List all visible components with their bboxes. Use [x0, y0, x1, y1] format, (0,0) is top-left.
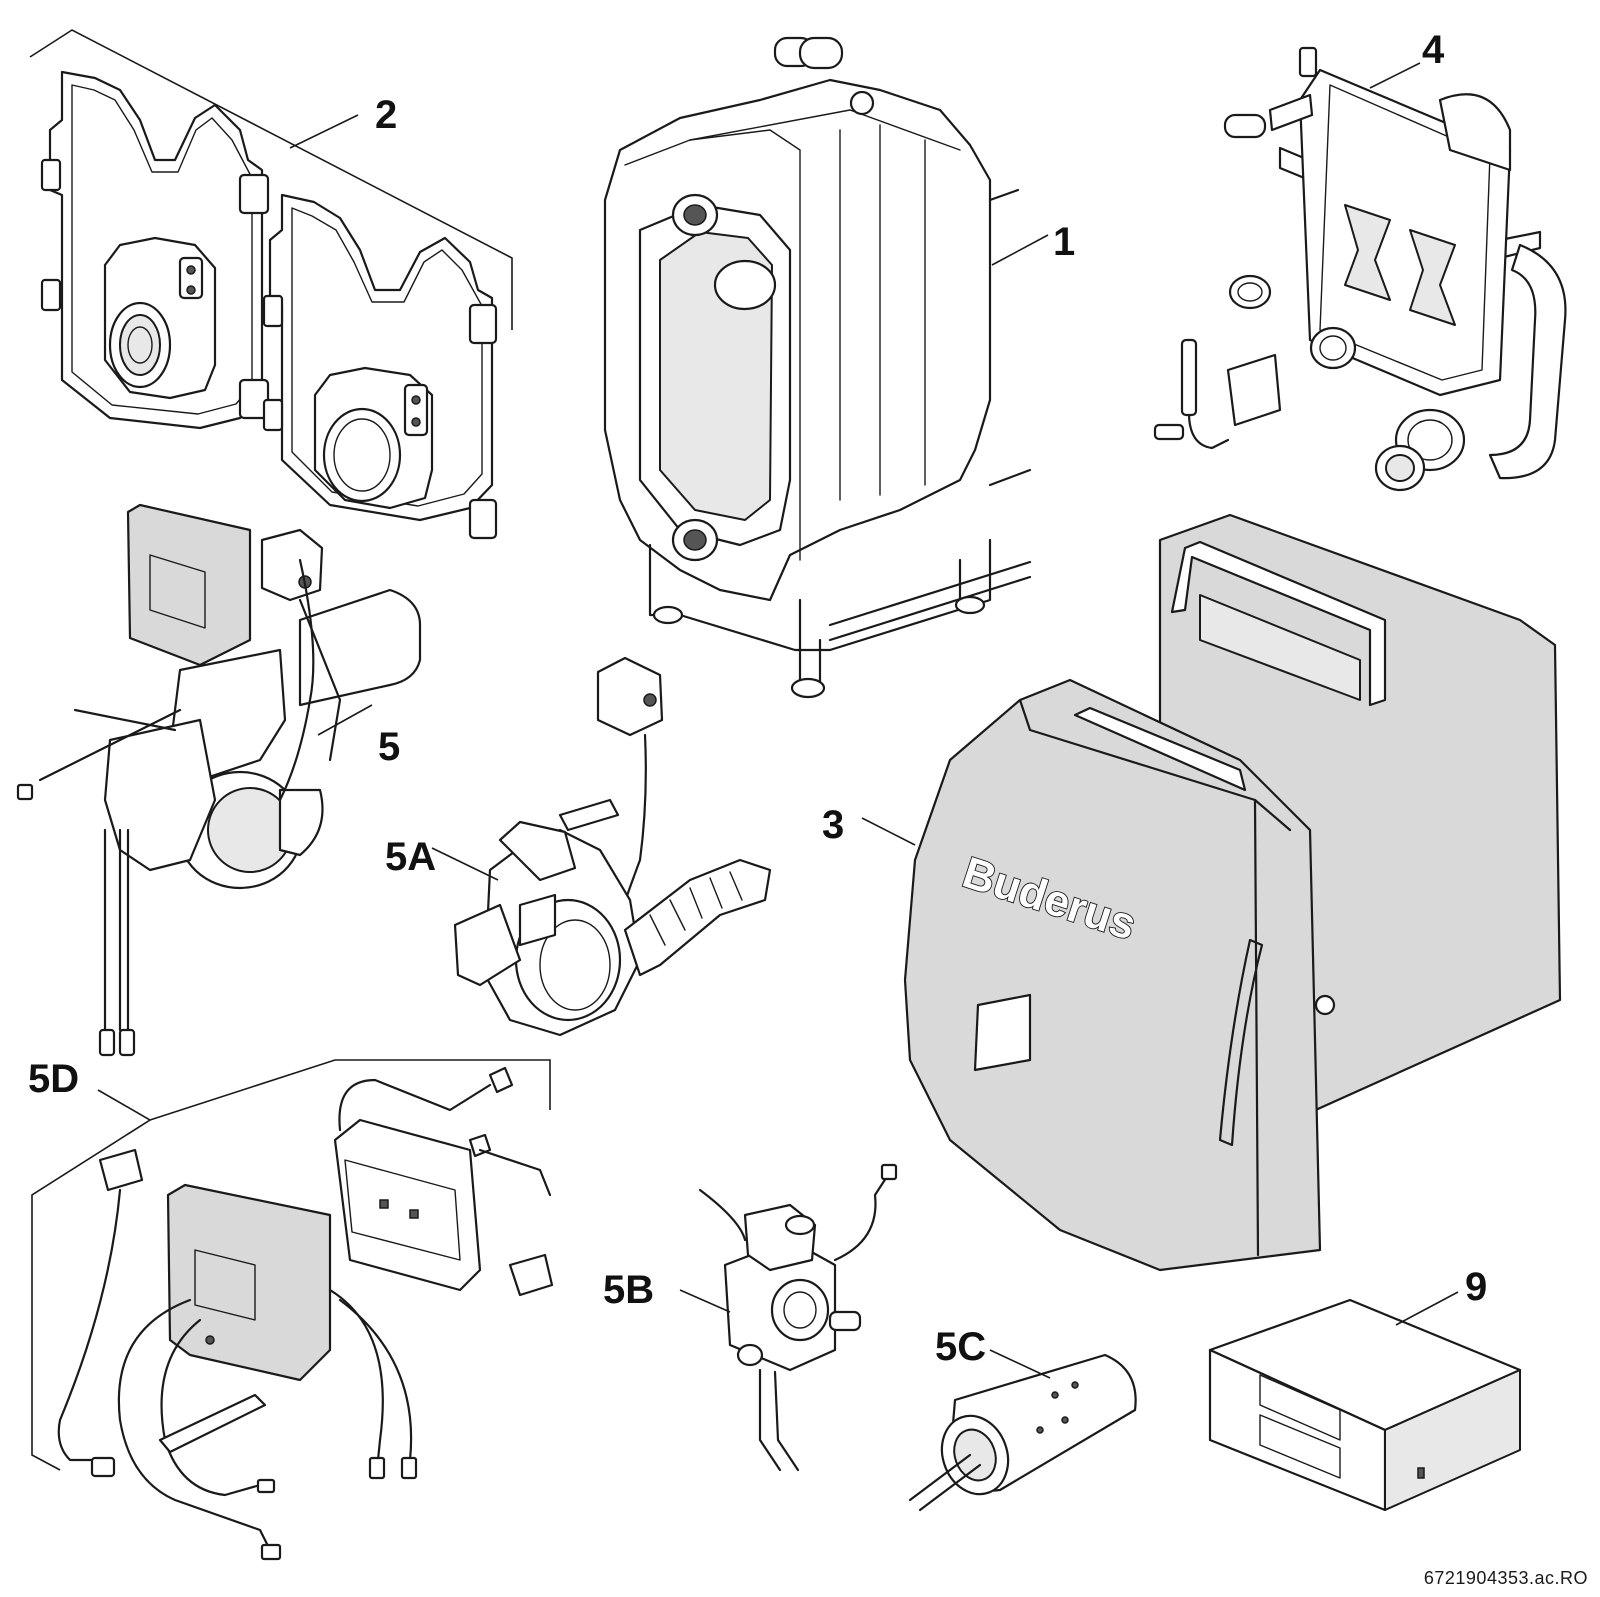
- callout-2: 2: [375, 93, 397, 137]
- callout-5d: 5D: [28, 1057, 79, 1101]
- part-5b-gas-valve: [679, 1163, 898, 1472]
- part-2-group-bracket: [29, 29, 513, 330]
- part-5d-control-unit-wiring: [31, 1059, 554, 1561]
- callout-5: 5: [378, 725, 400, 769]
- callout-labels: 1 2 3 4 5 5A 5B 5C 5D 9: [28, 28, 1487, 1369]
- control-unit-housing: [166, 1183, 332, 1382]
- part-3-casing-hood: Buderus: [861, 513, 1562, 1272]
- callout-4: 4: [1422, 28, 1445, 72]
- part-1-boiler-block: [603, 36, 1049, 699]
- document-reference-code: 6721904353.ac.RO: [1423, 1568, 1588, 1588]
- callout-9: 9: [1465, 1265, 1487, 1309]
- callout-5c: 5C: [935, 1325, 986, 1369]
- part-5c-burner-tube: [908, 1349, 1137, 1512]
- casing-handle: [1170, 540, 1387, 707]
- callout-5b: 5B: [603, 1268, 654, 1312]
- callout-5a: 5A: [385, 835, 436, 879]
- control-panel-board: [333, 1118, 482, 1292]
- callout-3: 3: [822, 803, 844, 847]
- part-5d-group-bracket: [31, 1089, 152, 1471]
- casing-front-hood: [903, 678, 1322, 1272]
- part-2-side-panels: [29, 29, 513, 540]
- part-9-controller-box: [1208, 1291, 1522, 1512]
- part-4-hydraulic-module: [1153, 46, 1567, 492]
- part-5a-fan-blower: [431, 656, 772, 1037]
- burner-control-box: [126, 503, 252, 667]
- part-5-burner-assembly: [16, 503, 422, 1057]
- callout-1: 1: [1053, 220, 1075, 264]
- flex-air-hose: [623, 858, 772, 977]
